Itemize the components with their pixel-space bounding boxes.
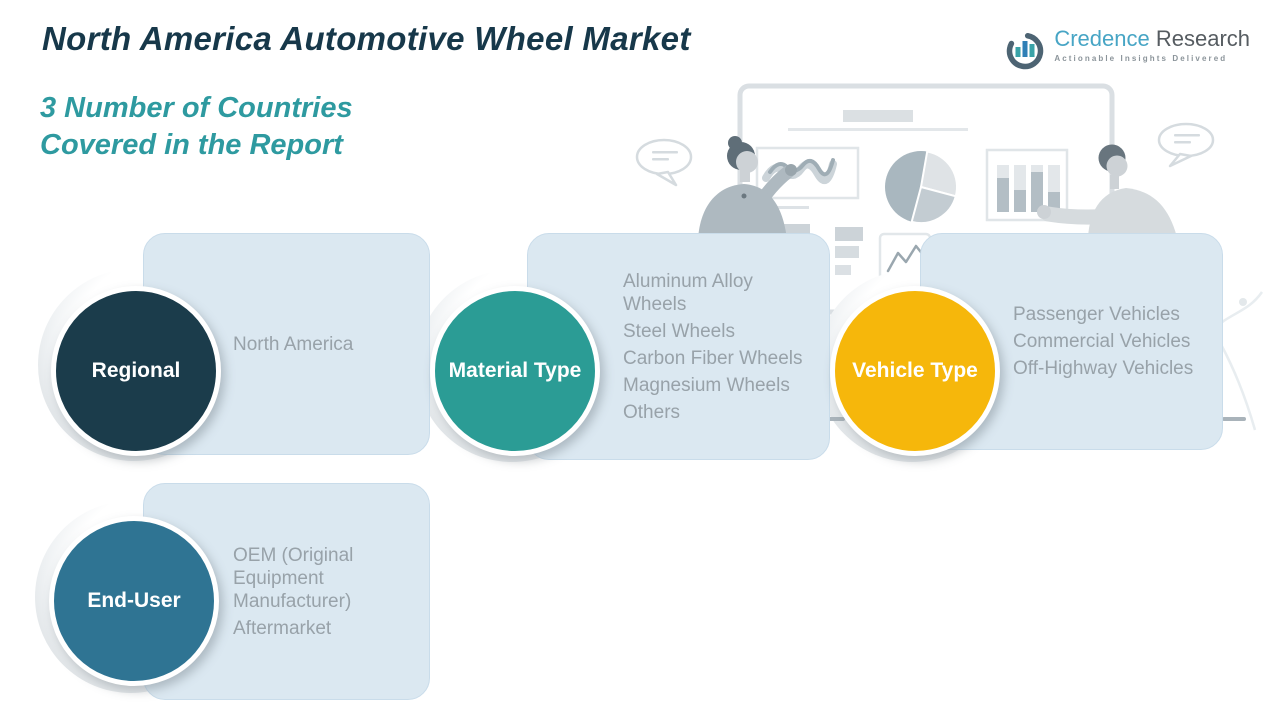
page-subtitle: 3 Number of Countries Covered in the Rep… <box>40 90 353 164</box>
card-item: Aftermarket <box>233 617 332 639</box>
divider-dash <box>1222 417 1246 421</box>
page-title: North America Automotive Wheel Market <box>42 20 691 57</box>
divider-dash <box>818 417 845 421</box>
logo-text: Credence Research Actionable Insights De… <box>1054 26 1250 63</box>
segment-label: Material Type <box>448 359 582 382</box>
board-subtitle-line <box>788 128 968 131</box>
card-item: Aluminum Alloy Wheels <box>623 270 753 315</box>
speech-bubble-icon <box>1157 122 1215 168</box>
logo-tagline: Actionable Insights Delivered <box>1054 54 1228 63</box>
segment-circle-material-type: Material Type <box>430 286 600 456</box>
card-item: Carbon Fiber Wheels <box>623 347 803 369</box>
logo-brand: Credence Research <box>1054 26 1250 52</box>
pie-chart-icon <box>885 150 959 225</box>
card-item: Commercial Vehicles <box>1013 331 1191 352</box>
card-item: North America <box>233 333 354 355</box>
card-item: Off-Highway Vehicles <box>1013 358 1194 379</box>
credence-research-logo: Credence Research Actionable Insights De… <box>1003 26 1250 70</box>
segment-circle-regional: Regional <box>51 286 221 456</box>
segment-label: Vehicle Type <box>852 359 978 382</box>
speech-bubble-icon <box>635 138 693 187</box>
card-item: Passenger Vehicles <box>1013 304 1180 325</box>
segment-circle-end-user: End-User <box>49 516 219 686</box>
segment-label: Regional <box>91 359 181 382</box>
segment-label: End-User <box>87 589 181 612</box>
segment-card-items: North America <box>233 329 429 360</box>
segment-card-items: OEM (Original Equipment Manufacturer) Aft… <box>233 540 377 644</box>
board-title-block <box>843 110 913 122</box>
segment-circle-vehicle-type: Vehicle Type <box>830 286 1000 456</box>
card-item: Magnesium Wheels <box>623 374 790 396</box>
whiteboard-illustration <box>635 83 1264 431</box>
logo-brand-secondary: Research <box>1155 26 1250 51</box>
logo-brand-primary: Credence <box>1054 26 1150 51</box>
card-item: OEM (Original Equipment Manufacturer) <box>233 544 354 612</box>
card-item: Steel Wheels <box>623 320 735 342</box>
page-subtitle-line1: 3 Number of Countries <box>40 92 353 124</box>
card-item: Others <box>623 401 681 423</box>
page-subtitle-line2: Covered in the Report <box>40 129 343 161</box>
trend-chart-icon <box>878 232 932 282</box>
logo-bar-chart-icon <box>1007 32 1044 70</box>
